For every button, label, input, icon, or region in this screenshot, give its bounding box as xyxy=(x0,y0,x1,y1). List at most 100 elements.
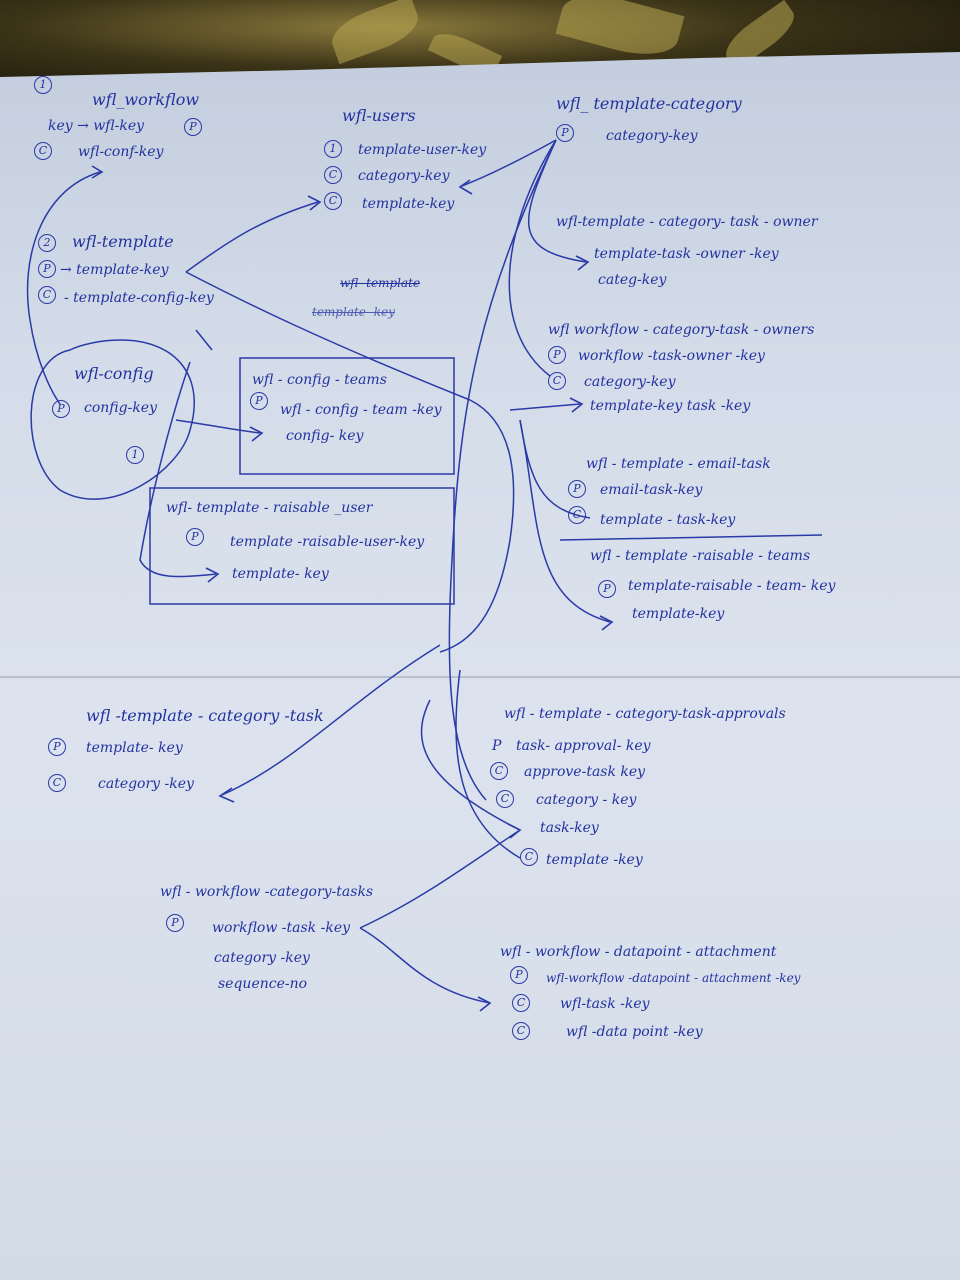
circle-c: C xyxy=(490,762,508,780)
line-text: category -key xyxy=(98,776,194,792)
line-text: template- key xyxy=(232,566,329,582)
connector xyxy=(359,927,491,1004)
arrowhead xyxy=(307,195,322,211)
config-enclosure xyxy=(30,339,195,500)
arrowhead xyxy=(91,165,104,179)
circle-p: P xyxy=(598,580,616,598)
circle-p: P xyxy=(556,124,574,142)
connector xyxy=(519,419,611,623)
circle-c: C xyxy=(496,790,514,808)
arrowhead xyxy=(458,179,473,195)
circle-1: 1 xyxy=(324,140,342,158)
title-datapoint-attachment: wfl - workflow - datapoint - attachment xyxy=(500,944,777,960)
connector xyxy=(448,139,557,801)
connector xyxy=(185,201,319,273)
circle-c: C xyxy=(34,142,52,160)
connector xyxy=(175,419,261,434)
paper-fold xyxy=(0,676,960,678)
line-text: template-key xyxy=(632,606,725,622)
struck-line: template -key xyxy=(312,305,395,319)
circle-p: P xyxy=(186,528,204,546)
circle-c: C xyxy=(512,1022,530,1040)
line-text: template -raisable-user-key xyxy=(230,534,425,550)
connector xyxy=(509,403,581,411)
line-text: workflow -task -key xyxy=(212,920,351,936)
line-text: task-key xyxy=(540,820,599,836)
title-category-task-approvals: wfl - template - category-task-approvals xyxy=(504,706,786,722)
line-text: wfl -data point -key xyxy=(566,1024,703,1040)
line-text: approve-task key xyxy=(524,764,646,780)
line-text: category-key xyxy=(358,168,450,184)
arrowhead xyxy=(575,255,590,271)
line-text: category - key xyxy=(536,792,637,808)
circle-1: 1 xyxy=(34,76,52,94)
line-text: wfl-workflow -datapoint - attachment -ke… xyxy=(546,971,801,985)
line-text: template-task -owner -key xyxy=(594,246,779,262)
circle-1: 1 xyxy=(126,446,144,464)
circle-p: P xyxy=(250,392,268,410)
line-text: template-raisable - team- key xyxy=(628,578,836,594)
line-text: wfl - config - team -key xyxy=(280,402,442,418)
circle-p: P xyxy=(48,738,66,756)
circle-2: 2 xyxy=(38,234,56,252)
line-text: template-key task -key xyxy=(590,398,751,414)
circle-p: P xyxy=(166,914,184,932)
line-text: wfl-conf-key xyxy=(78,144,164,160)
connector xyxy=(139,361,217,578)
arrowhead xyxy=(249,426,264,442)
title-wfl-template: wfl-template xyxy=(72,232,174,251)
title-raisable-user: wfl- template - raisable _user xyxy=(166,500,373,516)
raisable-user-box xyxy=(149,487,455,605)
connector xyxy=(519,419,591,519)
line-text: categ-key xyxy=(598,272,667,288)
line-text: sequence-no xyxy=(218,976,308,992)
arrowhead xyxy=(507,823,522,839)
paper-sheet xyxy=(0,52,960,1280)
line-text: - template-config-key xyxy=(64,290,214,306)
line-text: template-key xyxy=(362,196,455,212)
title-workflow-category-task-owners: wfl workflow - category-task - owners xyxy=(548,322,815,338)
line-text: → template-key xyxy=(60,262,169,278)
line-text: wfl-task -key xyxy=(560,996,650,1012)
circle-c: C xyxy=(568,506,586,524)
circle-p: P xyxy=(568,480,586,498)
connector xyxy=(359,829,521,929)
arrowhead xyxy=(569,397,584,413)
title-workflow-category-tasks: wfl - workflow -category-tasks xyxy=(160,884,374,900)
circle-c: C xyxy=(324,166,342,184)
arrowhead xyxy=(477,996,492,1012)
connector xyxy=(221,644,441,796)
line-text: template -key xyxy=(546,852,643,868)
divider-line xyxy=(559,534,823,541)
circle-p: P xyxy=(510,966,528,984)
circle-c: C xyxy=(520,848,538,866)
connector xyxy=(455,669,521,859)
connector xyxy=(420,699,521,831)
title-wfl-users: wfl-users xyxy=(342,106,416,125)
circle-c: C xyxy=(548,372,566,390)
line-text: category -key xyxy=(214,950,310,966)
line-text: template- key xyxy=(86,740,183,756)
circle-c: C xyxy=(48,774,66,792)
connector xyxy=(195,329,213,351)
line-text: config- key xyxy=(286,428,364,444)
connector xyxy=(508,139,557,377)
arrowhead xyxy=(218,787,235,803)
connector xyxy=(185,271,515,653)
line-text: category-key xyxy=(584,374,676,390)
config-teams-box xyxy=(239,357,455,475)
line-text: email-task-key xyxy=(600,482,703,498)
arrowhead xyxy=(599,615,614,631)
circle-c: C xyxy=(324,192,342,210)
title-template-category-task: wfl -template - category -task xyxy=(86,706,324,725)
line-text: key → wfl-key xyxy=(48,118,145,134)
circle-p: P xyxy=(52,400,70,418)
line-text: template - task-key xyxy=(600,512,736,528)
line-text: workflow -task-owner -key xyxy=(578,348,765,364)
mark-p: P xyxy=(492,738,502,754)
line-text: task- approval- key xyxy=(516,738,651,754)
title-config-teams: wfl - config - teams xyxy=(252,372,387,388)
circle-p: P xyxy=(184,118,202,136)
line-text: category-key xyxy=(606,128,698,144)
connector xyxy=(461,139,557,187)
